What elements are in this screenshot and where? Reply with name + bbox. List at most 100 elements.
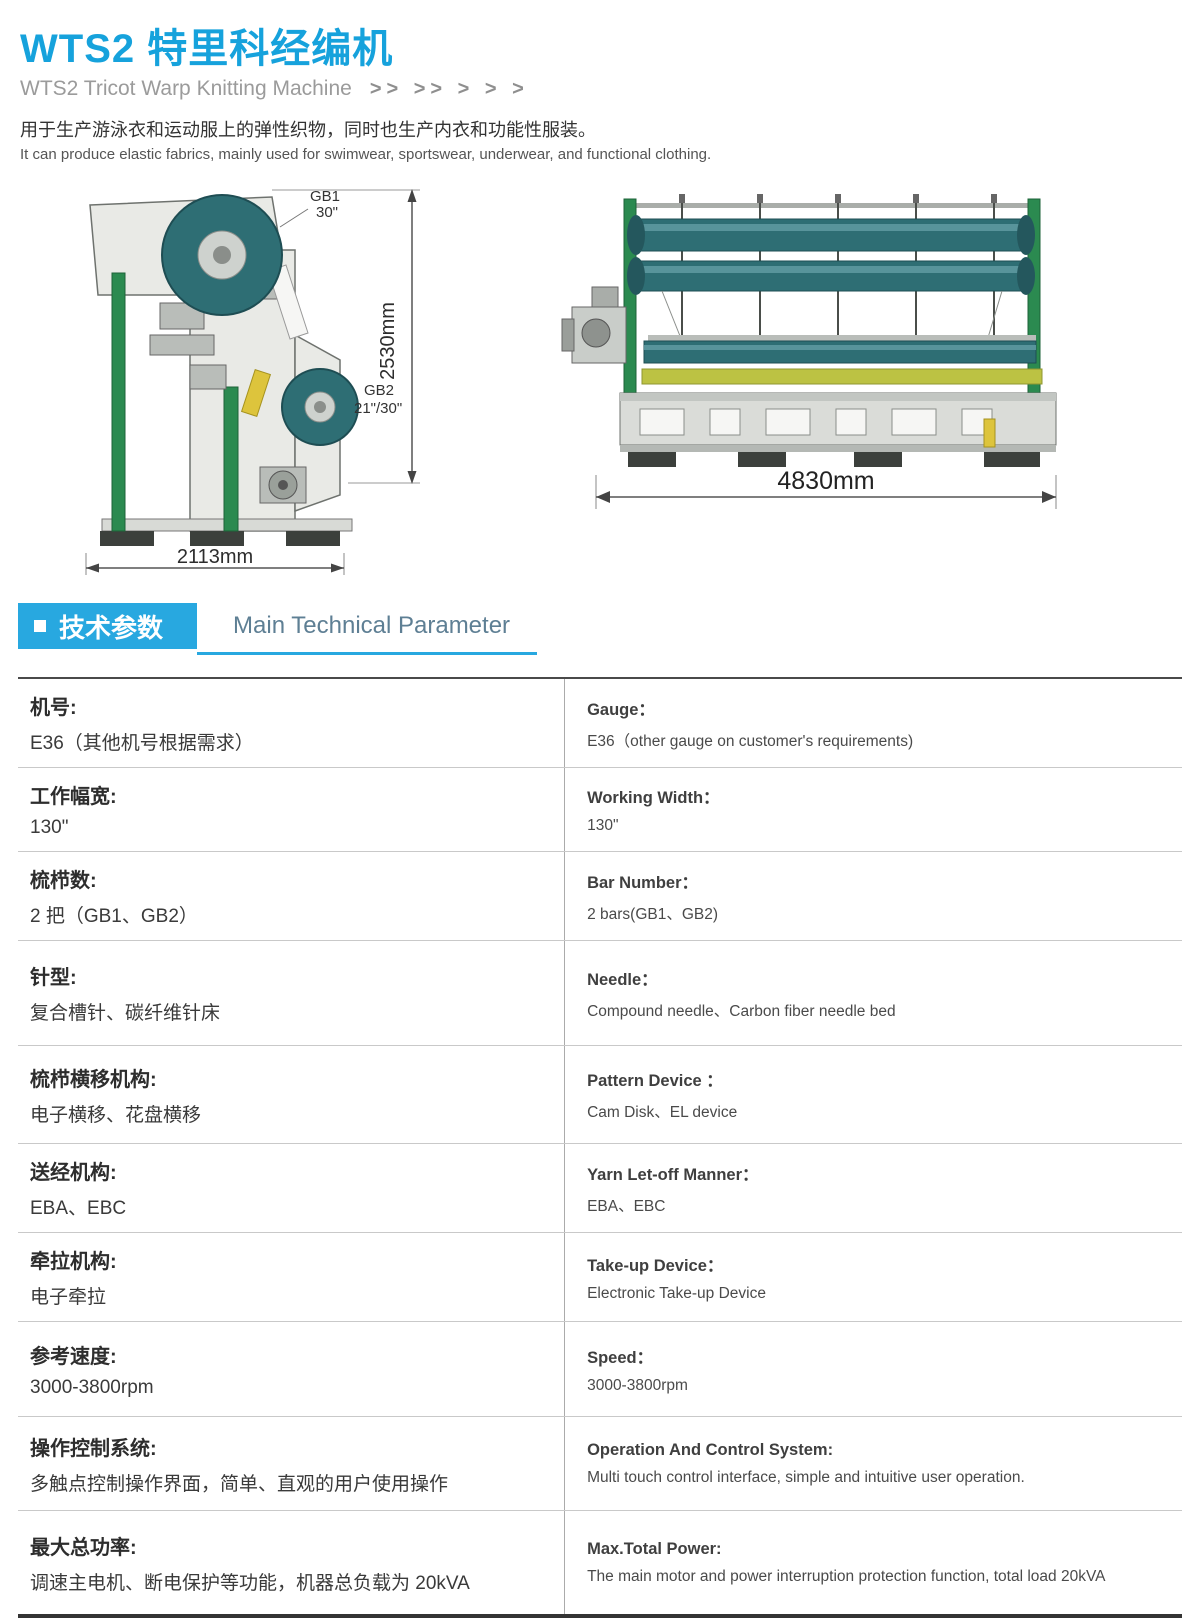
spec-label-en: Operation And Control System: xyxy=(587,1440,834,1459)
spec-value-en: The main motor and power interruption pr… xyxy=(587,1567,1106,1585)
spec-value-cn: 3000-3800rpm xyxy=(30,1376,154,1398)
spec-label-en: Pattern Device ： xyxy=(587,1072,723,1090)
gb1-size-label: 30" xyxy=(316,204,338,221)
spec-cell-en: Yarn Let-off Manner： EBA、EBC xyxy=(565,1144,1182,1232)
spec-value-en: EBA、EBC xyxy=(587,1197,666,1215)
spec-label-en: Take-up Device： xyxy=(587,1256,724,1275)
spec-cell-cn: 参考速度: 3000-3800rpm xyxy=(18,1322,566,1416)
gb2-label: GB2 xyxy=(364,382,394,399)
spec-value-en: 2 bars(GB1、GB2) xyxy=(587,905,719,923)
spec-cell-en: Bar Number： 2 bars(GB1、GB2) xyxy=(565,852,1182,940)
side-view-feet xyxy=(100,531,340,546)
yellow-guide-part xyxy=(240,368,272,418)
spec-cell-en: Working Width： 130" xyxy=(565,768,1182,851)
section-title-cn-badge: 技术参数 xyxy=(18,603,198,649)
height-dimension: 2530mm xyxy=(272,189,420,484)
machine-side-view-drawing: GB1 30" GB2 21"/30" 2530mm 2113mm xyxy=(85,188,420,575)
drive-wheel-hub xyxy=(278,480,288,490)
spec-row-control-system: 操作控制系统: 多触点控制操作界面，简单、直观的用户使用操作 Operation… xyxy=(18,1417,1182,1511)
spec-cell-en: Take-up Device： Electronic Take-up Devic… xyxy=(565,1233,1182,1321)
spec-label-en: Speed： xyxy=(587,1348,654,1367)
description-cn: 用于生产游泳衣和运动服上的弹性织物，同时也生产内衣和功能性服装。 xyxy=(20,120,596,140)
spec-label-cn: 最大总功率: xyxy=(30,1536,137,1559)
spec-value-cn: 复合槽针、碳纤维针床 xyxy=(30,1003,221,1024)
spec-cell-en: Max.Total Power: The main motor and powe… xyxy=(565,1511,1182,1614)
spec-value-en: Multi touch control interface, simple an… xyxy=(587,1468,1025,1486)
spec-row-needle: 针型: 复合槽针、碳纤维针床 Needle： Compound needle、C… xyxy=(18,941,1182,1046)
spec-row-pattern-device: 梳栉横移机构: 电子横移、花盘横移 Pattern Device ： Cam D… xyxy=(18,1046,1182,1144)
spec-label-cn: 针型: xyxy=(30,967,77,989)
spec-value-cn: 多触点控制操作界面，简单、直观的用户使用操作 xyxy=(30,1473,449,1495)
spec-label-cn: 机号: xyxy=(30,697,77,719)
description-en: It can produce elastic fabrics, mainly u… xyxy=(20,146,712,163)
cloth-roller xyxy=(643,340,1037,364)
spec-value-cn: 调速主电机、断电保护等功能，机器总负载为 20kVA xyxy=(30,1572,470,1594)
gb1-leader-line xyxy=(279,208,309,228)
spec-value-en: Electronic Take-up Device xyxy=(587,1284,766,1302)
spec-row-take-up: 牵拉机构: 电子牵拉 Take-up Device： Electronic Ta… xyxy=(18,1233,1182,1322)
front-view-feet xyxy=(628,452,1040,467)
spec-label-cn: 送经机构: xyxy=(30,1162,117,1184)
mid-gray-beam xyxy=(648,335,1036,343)
yellow-stand xyxy=(983,418,996,448)
spec-cell-en: Operation And Control System: Multi touc… xyxy=(565,1417,1182,1510)
base-frame xyxy=(619,392,1057,452)
cloth-roller-highlight xyxy=(644,345,1036,350)
section-header: 技术参数 Main Technical Parameter xyxy=(18,603,1200,655)
page-subtitle-en: WTS2 Tricot Warp Knitting Machine xyxy=(20,77,352,100)
spec-value-cn: 电子横移、花盘横移 xyxy=(30,1104,202,1126)
gearbox xyxy=(561,286,627,364)
spec-row-speed: 参考速度: 3000-3800rpm Speed： 3000-3800rpm xyxy=(18,1322,1182,1417)
height-dimension-label: 2530mm xyxy=(377,302,399,380)
rod-caps xyxy=(679,194,997,203)
spec-row-bar-number: 梳栉数: 2 把（GB1、GB2） Bar Number： 2 bars(GB1… xyxy=(18,852,1182,941)
yellow-green-beam xyxy=(641,368,1043,385)
spec-cell-cn: 梳栉数: 2 把（GB1、GB2） xyxy=(18,852,566,940)
spec-cell-en: Gauge： E36（other gauge on customer's req… xyxy=(565,679,1182,767)
top-rail xyxy=(628,203,1036,208)
chevron-decoration-icon: >> >> > > > xyxy=(369,77,529,100)
spec-label-en: Bar Number： xyxy=(587,873,699,892)
yarn-line-right xyxy=(986,290,1003,342)
spec-label-cn: 工作幅宽: xyxy=(30,786,117,808)
spec-value-cn: E36（其他机号根据需求） xyxy=(30,733,254,754)
yarn-line-left xyxy=(661,290,683,342)
square-bullet-icon xyxy=(34,620,46,632)
length-dimension-label: 4830mm xyxy=(777,467,874,495)
spec-cell-cn: 工作幅宽: 130" xyxy=(18,768,566,851)
spec-label-en: Yarn Let-off Manner： xyxy=(587,1165,759,1184)
machine-front-view-drawing: 4830mm xyxy=(561,194,1057,509)
spec-cell-cn: 操作控制系统: 多触点控制操作界面，简单、直观的用户使用操作 xyxy=(18,1417,566,1510)
section-title-cn: 技术参数 xyxy=(59,612,164,643)
spec-row-max-power: 最大总功率: 调速主电机、断电保护等功能，机器总负载为 20kVA Max.To… xyxy=(18,1511,1182,1614)
spec-cell-cn: 牵拉机构: 电子牵拉 xyxy=(18,1233,566,1321)
spec-label-en: Needle： xyxy=(587,970,658,989)
spec-value-cn: EBA、EBC xyxy=(30,1198,127,1219)
spec-label-en: Gauge： xyxy=(587,700,655,719)
length-dimension: 4830mm xyxy=(595,467,1057,509)
side-view-green-posts xyxy=(111,272,239,532)
spec-cell-cn: 机号: E36（其他机号根据需求） xyxy=(18,679,566,767)
spec-value-cn: 2 把（GB1、GB2） xyxy=(30,906,198,927)
spec-value-en: Cam Disk、EL device xyxy=(587,1104,738,1121)
spec-cell-en: Pattern Device ： Cam Disk、EL device xyxy=(565,1046,1182,1143)
machine-drawings: GB1 30" GB2 21"/30" 2530mm 2113mm xyxy=(0,175,1200,579)
width-dimension-label: 2113mm xyxy=(177,546,253,568)
spec-row-working-width: 工作幅宽: 130" Working Width： 130" xyxy=(18,768,1182,852)
spec-label-cn: 牵拉机构: xyxy=(30,1251,117,1273)
spec-value-en: Compound needle、Carbon fiber needle bed xyxy=(587,1002,896,1020)
spec-cell-en: Speed： 3000-3800rpm xyxy=(565,1322,1182,1416)
spec-table: 机号: E36（其他机号根据需求） Gauge： E36（other gauge… xyxy=(18,677,1182,1618)
spec-row-gauge: 机号: E36（其他机号根据需求） Gauge： E36（other gauge… xyxy=(18,679,1182,768)
spec-row-yarn-let-off: 送经机构: EBA、EBC Yarn Let-off Manner： EBA、E… xyxy=(18,1144,1182,1233)
page-title: WTS2 特里科经编机 xyxy=(20,27,394,71)
spec-label-en: Max.Total Power: xyxy=(587,1539,722,1558)
header: WTS2 特里科经编机 WTS2 Tricot Warp Knitting Ma… xyxy=(0,0,1200,163)
spec-label-en: Working Width： xyxy=(587,789,720,807)
gb2-beam xyxy=(281,368,359,446)
spec-cell-cn: 针型: 复合槽针、碳纤维针床 xyxy=(18,941,566,1045)
spec-value-en: 3000-3800rpm xyxy=(587,1376,688,1394)
spec-value-cn: 130" xyxy=(30,817,69,838)
gb1-label: GB1 xyxy=(310,188,340,205)
